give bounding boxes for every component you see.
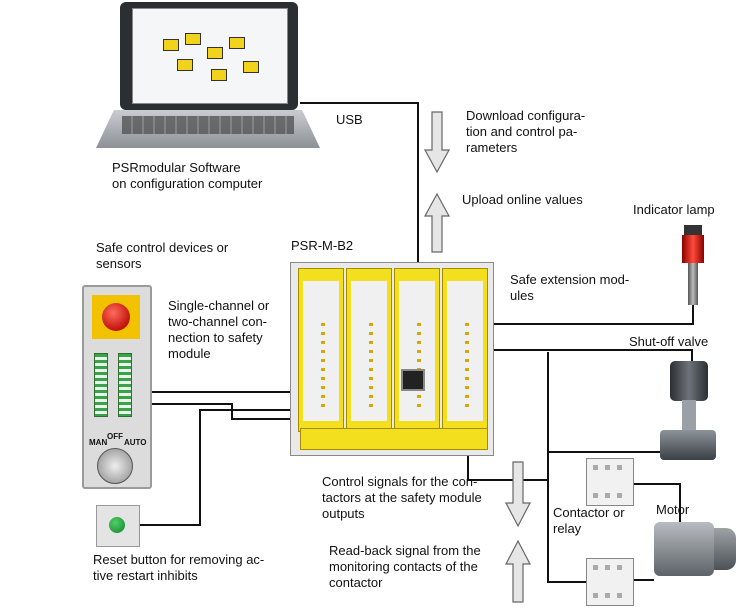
motor-fan-cover [714, 528, 736, 570]
contactor-icon [586, 458, 634, 506]
module-led [417, 332, 421, 335]
readback-label: Read-back signal from the monitoring con… [329, 543, 481, 590]
shut-off-valve-label: Shut-off valve [629, 334, 709, 349]
safety-module-3 [394, 268, 440, 432]
indicator-lamp-icon [682, 235, 704, 263]
download-label: Download configura- tion and control pa-… [466, 108, 586, 155]
usb-wire [300, 102, 419, 262]
motor-icon [654, 522, 714, 576]
module-led [369, 386, 373, 389]
upload-label: Upload online values [462, 192, 583, 207]
module-led [369, 368, 373, 371]
keyboard [122, 116, 294, 134]
module-led [369, 395, 373, 398]
reset-button-icon [109, 517, 125, 533]
upload-arrow-icon [423, 192, 451, 253]
selector-man-label: MAN [89, 438, 108, 447]
module-led [465, 323, 469, 326]
safety-module-2 [346, 268, 392, 432]
module-led [321, 395, 325, 398]
module-led [417, 359, 421, 362]
module-led [321, 404, 325, 407]
selector-switch-icon [97, 448, 133, 484]
module-led [417, 341, 421, 344]
module-led [417, 395, 421, 398]
lamp-wire [492, 305, 694, 325]
module-led [465, 332, 469, 335]
indicator-lamp-label: Indicator lamp [633, 202, 715, 217]
module-led [465, 350, 469, 353]
safety-module-4 [442, 268, 488, 432]
indicator-lamp-stem [688, 263, 698, 305]
module-led [465, 359, 469, 362]
reset-wire [138, 409, 290, 526]
selector-off-label: OFF [107, 432, 123, 441]
psr-m-b2-label: PSR-M-B2 [291, 238, 354, 253]
module-led [321, 341, 325, 344]
emergency-stop-icon [102, 303, 130, 331]
contactor-wire-2 [547, 352, 586, 583]
contactor-relay-label: Contactor or relay [553, 505, 625, 536]
module-led [321, 377, 325, 380]
module-led [369, 323, 373, 326]
valve-body [660, 430, 716, 460]
indicator-lamp-cap [684, 225, 702, 235]
reset-button-label: Reset button for removing ac- tive resta… [93, 552, 265, 583]
light-curtain-icon [94, 353, 108, 417]
selector-auto-label: AUTO [124, 438, 147, 447]
contactor-wire-1 [467, 451, 692, 481]
module-led [321, 368, 325, 371]
module-led [465, 404, 469, 407]
module-led [465, 368, 469, 371]
download-arrow-icon [423, 111, 451, 174]
control-signal-arrow-icon [505, 461, 531, 528]
module-led [417, 404, 421, 407]
module-led [369, 341, 373, 344]
module-led [321, 386, 325, 389]
module-led [321, 359, 325, 362]
light-curtain-icon [118, 353, 132, 417]
motor-label: Motor [656, 502, 690, 517]
ethernet-port-icon [401, 369, 425, 391]
motor-wire [632, 483, 681, 522]
module-led [465, 386, 469, 389]
module-led [321, 323, 325, 326]
software-screen [132, 8, 288, 104]
safety-module-1 [298, 268, 344, 432]
safe-extension-label: Safe extension mod- ules [510, 272, 630, 303]
readback-arrow-icon [505, 539, 531, 603]
module-led [465, 341, 469, 344]
valve-stem [682, 400, 696, 432]
usb-label: USB [336, 112, 363, 127]
module-led [321, 350, 325, 353]
module-led [417, 323, 421, 326]
shut-off-valve-icon [670, 361, 708, 401]
module-terminal-strip [300, 428, 488, 450]
module-led [369, 359, 373, 362]
module-led [321, 332, 325, 335]
software-label: PSRmodular Software on configuration com… [112, 160, 263, 191]
module-led [417, 350, 421, 353]
module-led [369, 404, 373, 407]
contactor-icon [586, 558, 634, 606]
valve-wire [492, 349, 693, 430]
device-wire-bottom [148, 403, 290, 420]
module-led [465, 395, 469, 398]
module-led [465, 377, 469, 380]
module-led [369, 377, 373, 380]
safe-control-devices-label: Safe control devices or sensors [96, 240, 229, 271]
control-signals-label: Control signals for the con- tactors at … [322, 474, 482, 521]
module-led [369, 332, 373, 335]
module-led [369, 350, 373, 353]
single-channel-label: Single-channel or two-channel con- necti… [168, 298, 270, 361]
